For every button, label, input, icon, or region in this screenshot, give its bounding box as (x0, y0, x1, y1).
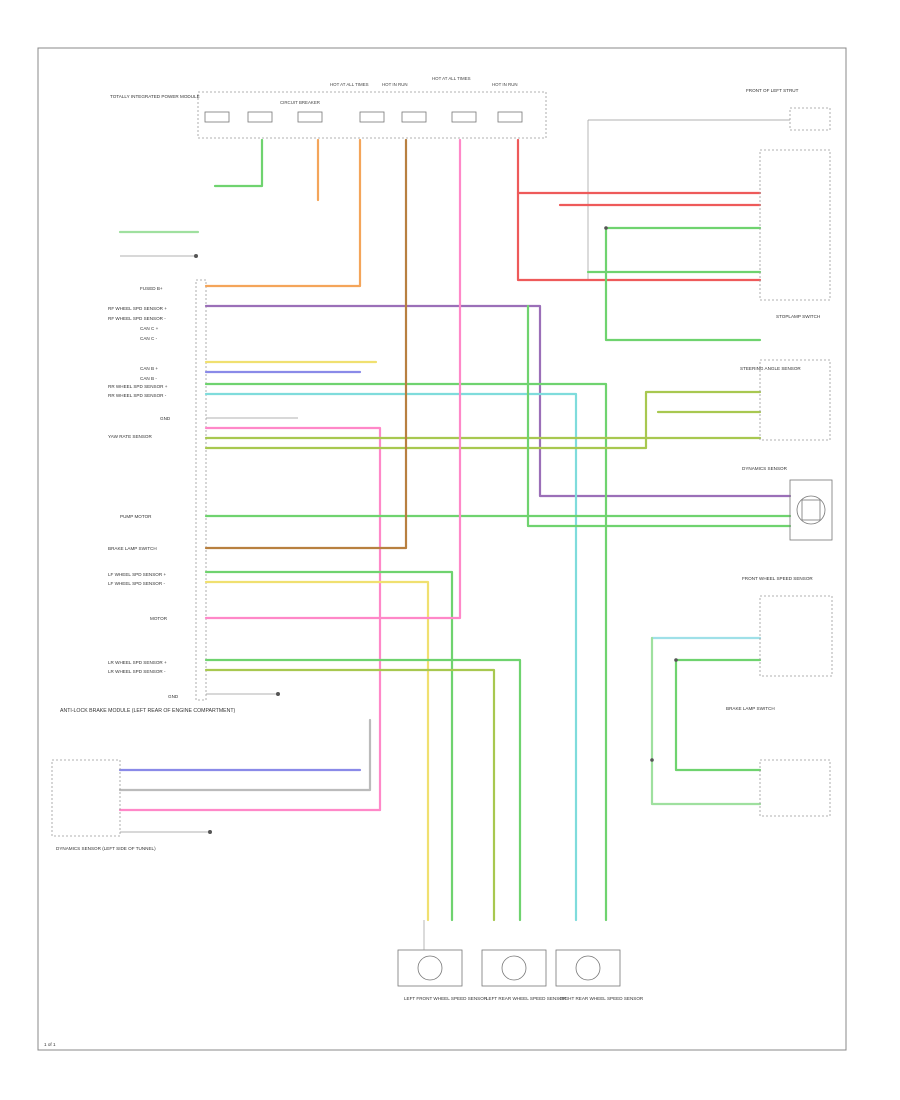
wire-lightgreen-steer (650, 636, 762, 806)
right-connector-top (759, 149, 831, 301)
module-left-labels: FUSED B+ RF WHEEL SPD SENSOR + RF WHEEL … (108, 286, 179, 699)
wire-yellow-lf (204, 580, 430, 922)
splice-group-label: BRAKE LAMP SWITCH (726, 706, 775, 711)
left-label-10: YAW RATE SENSOR (108, 434, 152, 439)
right-connector-bottom (759, 759, 831, 817)
wire-gray-dyn (118, 718, 372, 792)
stoplamp-label: STOPLAMP SWITCH (776, 314, 820, 319)
wheel-sensor-lf: LEFT FRONT WHEEL SPEED SENSOR (397, 920, 488, 1001)
wire-pink-motor (204, 138, 462, 620)
yaw-label: DYNAMICS SENSOR (742, 466, 788, 471)
wire-olive-lr (204, 668, 496, 922)
left-label-4: CAN C - (140, 336, 158, 341)
wire-red-1 (516, 138, 762, 282)
wire-green-rr (204, 382, 608, 922)
wire-brown-brake (204, 138, 408, 550)
hot-label-1: HOT AT ALL TIMES (330, 82, 369, 87)
top-right-label: FRONT OF LEFT STRUT (746, 88, 799, 93)
wheel-sensor-lr: LEFT REAR WHEEL SPEED SENSOR (481, 949, 567, 1001)
yaw-sensor-icon (796, 495, 826, 525)
wires (118, 138, 792, 922)
wire-olive-2 (204, 390, 762, 450)
left-label-13: LF WHEEL SPD SENSOR + (108, 572, 166, 577)
left-label-3: CAN C + (140, 326, 159, 331)
left-label-8: RR WHEEL SPD SENSOR - (108, 393, 167, 398)
hot-label-2: HOT IN RUN (382, 82, 408, 87)
left-label-16: LR WHEEL SPD SENSOR + (108, 660, 167, 665)
steering-label: STEERING ANGLE SENSOR (740, 366, 801, 371)
wire-green-steer-2 (674, 658, 762, 772)
left-label-18: GND (168, 694, 179, 699)
left-label-5: CAN B + (140, 366, 158, 371)
abs-module-connector (195, 279, 207, 701)
wire-green-yaw (526, 304, 792, 528)
left-label-15: MOTOR (150, 616, 168, 621)
left-label-2: RF WHEEL SPD SENSOR - (108, 316, 166, 321)
left-label-9: GND (160, 416, 171, 421)
right-connector-mid (759, 359, 831, 441)
dynamics-sensor-label: DYNAMICS SENSOR (LEFT SIDE OF TUNNEL) (56, 846, 156, 851)
abs-module-label: ANTI-LOCK BRAKE MODULE (LEFT REAR OF ENG… (60, 708, 236, 714)
wire-orange-fused (204, 138, 362, 288)
wire-green-lr (204, 658, 522, 922)
wire-violet-rf (204, 304, 792, 498)
dynamics-sensor-box (51, 759, 121, 837)
fuse-label: CIRCUIT BREAKER (280, 100, 320, 105)
left-label-6: CAN B - (140, 376, 157, 381)
wire-green-right-3 (604, 226, 762, 342)
right-connector-lower (759, 595, 833, 677)
left-label-17: LR WHEEL SPD SENSOR - (108, 669, 166, 674)
wheel-sensor-rr: RIGHT REAR WHEEL SPEED SENSOR (555, 949, 644, 1001)
left-label-14: LF WHEEL SPD SENSOR - (108, 581, 165, 586)
wire-cyan-rr (204, 392, 578, 922)
power-module-box (197, 91, 547, 139)
ground-marks (120, 226, 678, 834)
left-label-1: RF WHEEL SPD SENSOR + (108, 306, 167, 311)
wire-green-vertical-1 (213, 138, 264, 188)
yaw-sensor-box (789, 479, 833, 541)
wire-pink-yaw (204, 426, 382, 812)
top-right-connector (789, 107, 831, 131)
wheel-sensor-1-label: LEFT REAR WHEEL SPEED SENSOR (486, 996, 567, 1001)
fuse-blocks (204, 111, 523, 123)
wheel-sensor-2-label: RIGHT REAR WHEEL SPEED SENSOR (560, 996, 644, 1001)
page-ref: 1 of 1 (44, 1042, 56, 1047)
power-module-label: TOTALLY INTEGRATED POWER MODULE (110, 94, 200, 99)
front-wheel-label: FRONT WHEEL SPEED SENSOR (742, 576, 813, 581)
hot-label-4: HOT IN RUN (492, 82, 518, 87)
left-label-0: FUSED B+ (140, 286, 163, 291)
page-frame (37, 47, 847, 1051)
left-label-12: BRAKE LAMP SWITCH (108, 546, 157, 551)
left-label-7: RR WHEEL SPD SENSOR + (108, 384, 168, 389)
left-label-11: PUMP MOTOR (120, 514, 152, 519)
wire-green-lf (204, 570, 454, 922)
hot-label-3: HOT AT ALL TIMES (432, 76, 471, 81)
wheel-sensor-0-label: LEFT FRONT WHEEL SPEED SENSOR (404, 996, 488, 1001)
